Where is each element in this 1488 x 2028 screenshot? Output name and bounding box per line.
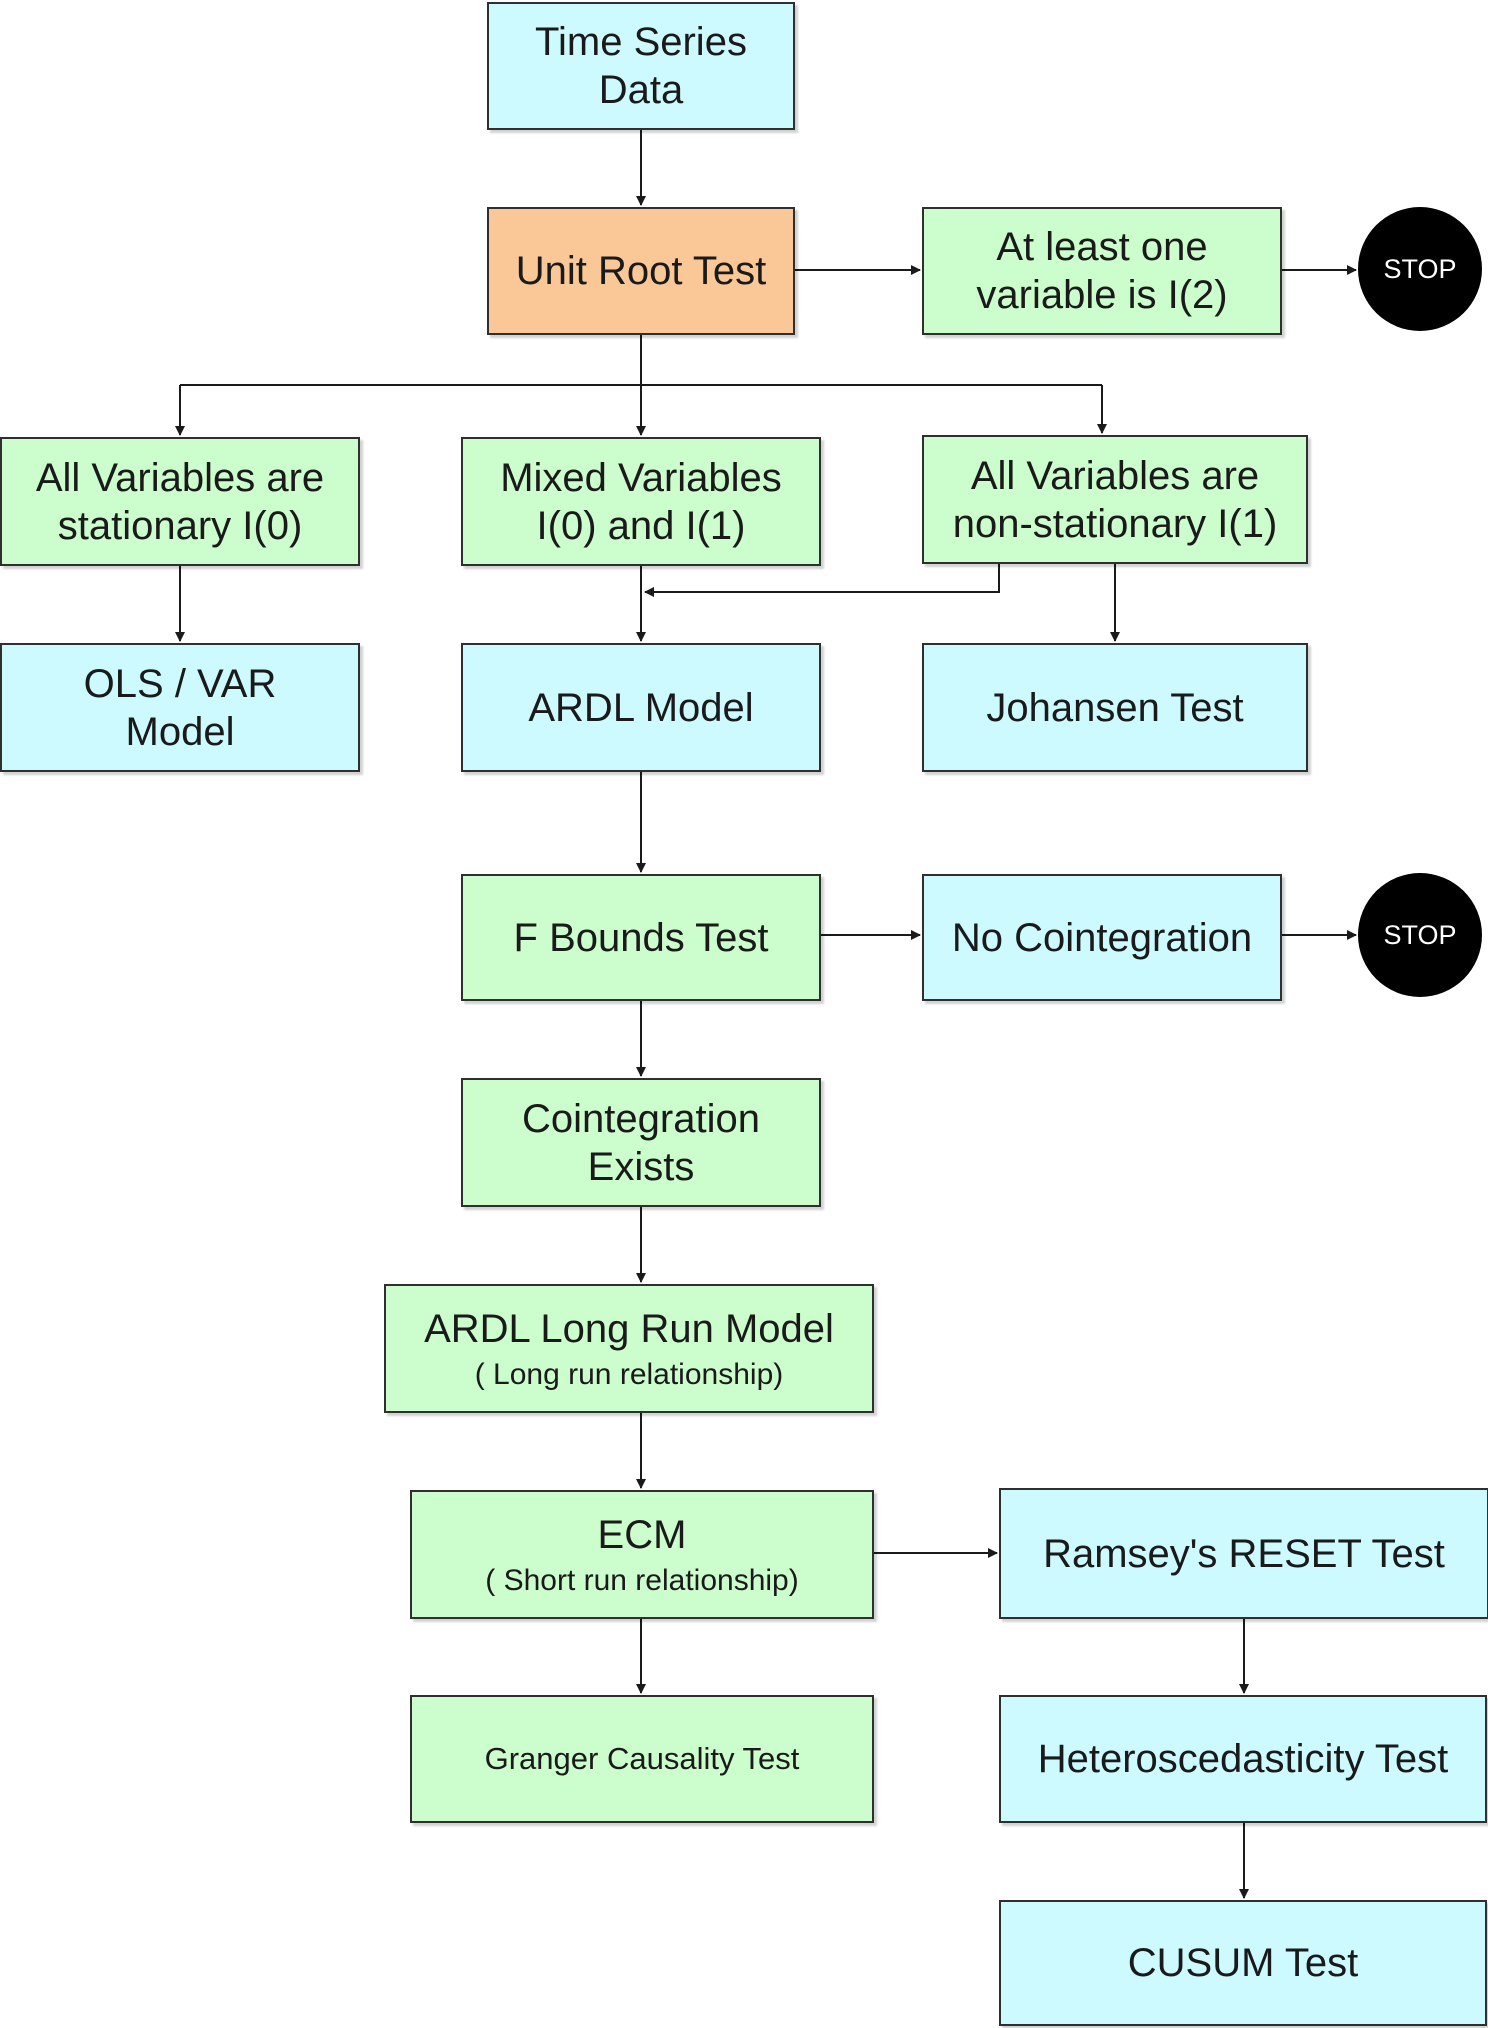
node-i0-line1: All Variables are: [35, 455, 325, 500]
node-ardl-long-run-model: ARDL Long Run Model ( Long run relations…: [384, 1284, 874, 1413]
stop-circle-top: STOP: [1358, 207, 1482, 331]
node-hetero-label: Heteroscedasticity Test: [1037, 1737, 1449, 1781]
node-ardl-label: ARDL Model: [528, 685, 754, 730]
node-ardllong-line1: ARDL Long Run Model: [424, 1306, 834, 1351]
node-johansen-label: Johansen Test: [986, 685, 1244, 730]
node-coint-line1: Cointegration: [522, 1096, 760, 1141]
stop-bottom-label: STOP: [1383, 919, 1457, 950]
node-unit-root-test: Unit Root Test: [487, 207, 795, 335]
node-johansen-test: Johansen Test: [922, 643, 1308, 772]
node-ecm-line1: ECM: [597, 1512, 687, 1557]
node-ecm-line2: ( Short run relationship): [485, 1563, 799, 1597]
node-ols-var-model: OLS / VAR Model: [0, 643, 360, 772]
node-i1-line2: non-stationary I(1): [952, 501, 1278, 546]
node-ardl-model: ARDL Model: [461, 643, 821, 772]
node-time-series-data: Time Series Data: [487, 2, 795, 130]
node-all-stationary-i0: All Variables are stationary I(0): [0, 437, 360, 566]
node-all-nonstationary-i1: All Variables are non-stationary I(1): [922, 435, 1308, 564]
node-time-series-line2: Data: [598, 68, 684, 112]
stop-top-label: STOP: [1383, 253, 1457, 284]
node-nocoint-label: No Cointegration: [951, 915, 1253, 960]
node-time-series-line1: Time Series: [535, 20, 747, 64]
node-ramsey-label: Ramsey's RESET Test: [1043, 1531, 1445, 1576]
stop-circle-bottom: STOP: [1358, 873, 1482, 997]
node-ramsey-reset-test: Ramsey's RESET Test: [999, 1488, 1488, 1619]
node-granger-label: Granger Causality Test: [484, 1741, 800, 1777]
node-coint-line2: Exists: [587, 1144, 695, 1189]
node-heteroscedasticity-test: Heteroscedasticity Test: [999, 1695, 1487, 1823]
node-ols-line1: OLS / VAR: [83, 661, 277, 706]
node-ardllong-line2: ( Long run relationship): [474, 1357, 784, 1391]
node-mixed-variables: Mixed Variables I(0) and I(1): [461, 437, 821, 566]
node-i0-line2: stationary I(0): [57, 503, 303, 548]
node-ols-line2: Model: [125, 709, 235, 754]
node-i1-line1: All Variables are: [970, 453, 1260, 498]
node-unit-root-label: Unit Root Test: [515, 249, 767, 293]
node-cointegration-exists: Cointegration Exists: [461, 1078, 821, 1207]
node-fbounds-label: F Bounds Test: [513, 915, 769, 960]
node-f-bounds-test: F Bounds Test: [461, 874, 821, 1001]
node-mixed-line2: I(0) and I(1): [536, 503, 746, 548]
node-cusum-label: CUSUM Test: [1127, 1941, 1359, 1985]
node-i2-line2: variable is I(2): [976, 273, 1228, 317]
node-granger-causality-test: Granger Causality Test: [410, 1695, 874, 1823]
node-at-least-one-i2: At least one variable is I(2): [922, 207, 1282, 335]
node-ecm: ECM ( Short run relationship): [410, 1490, 874, 1619]
node-no-cointegration: No Cointegration: [922, 874, 1282, 1001]
node-cusum-test: CUSUM Test: [999, 1900, 1487, 2026]
node-mixed-line1: Mixed Variables: [500, 455, 782, 500]
arrow-i1-to-ardl: [644, 564, 1000, 597]
node-i2-line1: At least one: [996, 225, 1208, 269]
